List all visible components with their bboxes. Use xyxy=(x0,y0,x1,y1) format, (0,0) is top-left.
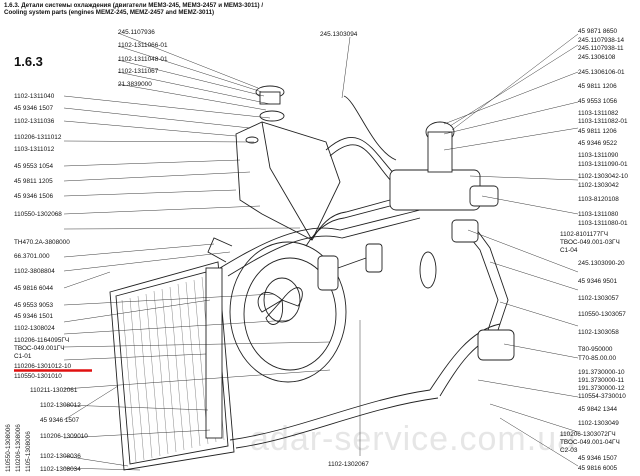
callout-right-21: С1-04 xyxy=(560,247,578,254)
callout-left-25-highlighted: 110206-1301012-10 xyxy=(14,363,72,370)
callouts-left: 245.1107936 1102-1311066-01 1102-1311048… xyxy=(14,29,168,473)
title-line-ru: 1.6.3. Детали системы охлаждения (двигат… xyxy=(4,2,264,9)
callout-right-13: 1103-1311090-01 xyxy=(578,161,628,168)
callout-left-24: С1-01 xyxy=(14,353,32,360)
callout-left-31: 1102-1308036 xyxy=(40,453,81,460)
callout-left-5: 21.3839000 xyxy=(118,81,152,88)
callout-left-26: 110550-1301010 xyxy=(14,373,62,380)
leader-lines xyxy=(63,32,579,471)
callout-right-8: 1103-1311082 xyxy=(578,110,619,117)
section-number: 1.6.3 xyxy=(14,54,43,69)
callouts-vertical: 110550-1308006 110206-1308006 1105-13080… xyxy=(5,424,32,472)
callout-left-9: 110206-1311012 xyxy=(14,134,62,141)
callout-right-24: 1102-1303057 xyxy=(578,295,619,302)
callouts-right: 45 9871 8650 245.1107938-14 245.1107938-… xyxy=(560,28,628,472)
callout-left-27: 110211-1302061 xyxy=(30,387,78,394)
callout-right-20: ТВОС-049.001-03ГЧ xyxy=(560,239,620,246)
callout-left-32: 1102-1308034 xyxy=(40,466,81,473)
callout-right-12: 1103-1311090 xyxy=(578,152,619,159)
callout-right-16: 1103-8120108 xyxy=(578,196,619,203)
callout-left-3: 1102-1311048-01 xyxy=(118,56,168,63)
callout-left-29: 45 9346 1507 xyxy=(40,417,80,424)
callout-right-35: 110206-1303072ГЧ xyxy=(560,431,616,438)
callout-left-6: 1102-1311040 xyxy=(14,93,55,100)
callout-left-2: 1102-1311066-01 xyxy=(118,42,168,49)
radiator xyxy=(109,261,235,471)
callout-right-26: 1102-1303058 xyxy=(578,329,619,336)
callout-right-11: 45 9346 9522 xyxy=(578,140,618,147)
callout-left-20: 45 9346 1501 xyxy=(14,313,54,320)
callout-right-18: 1103-1311080-01 xyxy=(578,220,628,227)
callout-left-28: 1102-1308012 xyxy=(40,402,81,409)
callout-left-16: 66.3701.000 xyxy=(14,253,50,260)
callout-left-15: ТН470.2А-3808000 xyxy=(14,239,70,246)
callout-left-21: 1102-1308024 xyxy=(14,325,55,332)
callout-right-4: 245.1306108 xyxy=(578,54,616,61)
expansion-tank xyxy=(235,85,341,241)
callout-right-22: 245.1303090-20 xyxy=(578,260,625,267)
callout-right-14: 1102-1303042-10 xyxy=(578,173,628,180)
callout-left-18: 45 9816 6044 xyxy=(14,285,54,292)
callout-right-5: 245.1306106-01 xyxy=(578,69,625,76)
callout-right-28: Т70-85.00.00 xyxy=(578,355,616,362)
callout-right-34: 1102-1303049 xyxy=(578,420,619,427)
callout-right-17: 1103-1311080 xyxy=(578,211,619,218)
pipe-junction xyxy=(389,121,515,361)
callout-vertical-2: 110206-1308006 xyxy=(15,424,22,472)
callout-right-37: С2-03 xyxy=(560,447,578,454)
callout-vertical-1: 110550-1308006 xyxy=(5,424,12,472)
callout-right-15: 1102-1303042 xyxy=(578,182,619,189)
callout-left-10: 1103-1311012 xyxy=(14,146,55,153)
callout-right-39: 45 9816 6005 xyxy=(578,465,618,472)
callout-vertical-3: 1105-1308006 xyxy=(25,431,32,472)
callout-left-22: 110206-1164095ГЧ xyxy=(14,337,69,344)
callout-left-12: 45 9811 1205 xyxy=(14,178,53,185)
callout-left-17: 1102-3808804 xyxy=(14,268,55,275)
callout-left-8: 1102-1311036 xyxy=(14,118,55,125)
callout-right-6: 45 9811 1206 xyxy=(578,83,617,90)
callout-right-31: 191.3730000-12 xyxy=(578,385,625,392)
callout-right-25: 110550-1303057 xyxy=(578,311,626,318)
callout-right-36: ТВОС-049.001-04ГЧ xyxy=(560,439,620,446)
callout-right-32: 110554-3730010 xyxy=(578,393,626,400)
callout-right-19: 1102-8101177ГЧ xyxy=(560,231,608,238)
callout-right-38: 45 9346 1507 xyxy=(578,455,618,462)
watermark: adar-service.com.ua xyxy=(250,420,578,458)
callout-left-4: 1102-1311067 xyxy=(118,68,159,75)
callout-right-9: 1103-1311082-01 xyxy=(578,118,628,125)
title-line-en: Cooling system parts (engines МEMZ-245, … xyxy=(4,9,215,17)
fan-assembly xyxy=(207,237,383,383)
callout-right-1: 45 9871 8650 xyxy=(578,28,618,35)
callout-left-11: 45 9553 1054 xyxy=(14,163,54,170)
hoses xyxy=(219,95,509,449)
callout-left-19: 45 9553 9053 xyxy=(14,302,54,309)
callout-right-30: 191.3730000-11 xyxy=(578,377,625,384)
parts-drawing xyxy=(109,85,515,471)
callout-right-10: 45 9811 1206 xyxy=(578,128,617,135)
callout-left-14: 110550-1302068 xyxy=(14,211,62,218)
callout-right-23: 45 9346 9501 xyxy=(578,278,618,285)
callout-left-30: 110206-1309010 xyxy=(40,433,88,440)
callout-left-13: 45 9346 1506 xyxy=(14,193,54,200)
callout-right-33: 45 9842 1344 xyxy=(578,406,618,413)
callout-right-27: Т80-950000 xyxy=(578,346,613,353)
callout-right-2: 245.1107938-14 xyxy=(578,37,625,44)
callout-top-1: 245.1303094 xyxy=(320,31,358,38)
callout-left-23: ТВОС-049.001ГЧ xyxy=(14,345,65,352)
callout-right-7: 45 9553 1056 xyxy=(578,98,618,105)
callout-bottom-1: 1102-1302067 xyxy=(328,461,369,468)
callout-left-7: 45 9346 1507 xyxy=(14,105,54,112)
callout-right-29: 191.3730000-10 xyxy=(578,369,625,376)
callout-left-1: 245.1107936 xyxy=(118,29,155,36)
callout-right-3: 245.1107938-11 xyxy=(578,45,624,52)
diagram-title: 1.6.3. Детали системы охлаждения (двигат… xyxy=(4,2,304,17)
